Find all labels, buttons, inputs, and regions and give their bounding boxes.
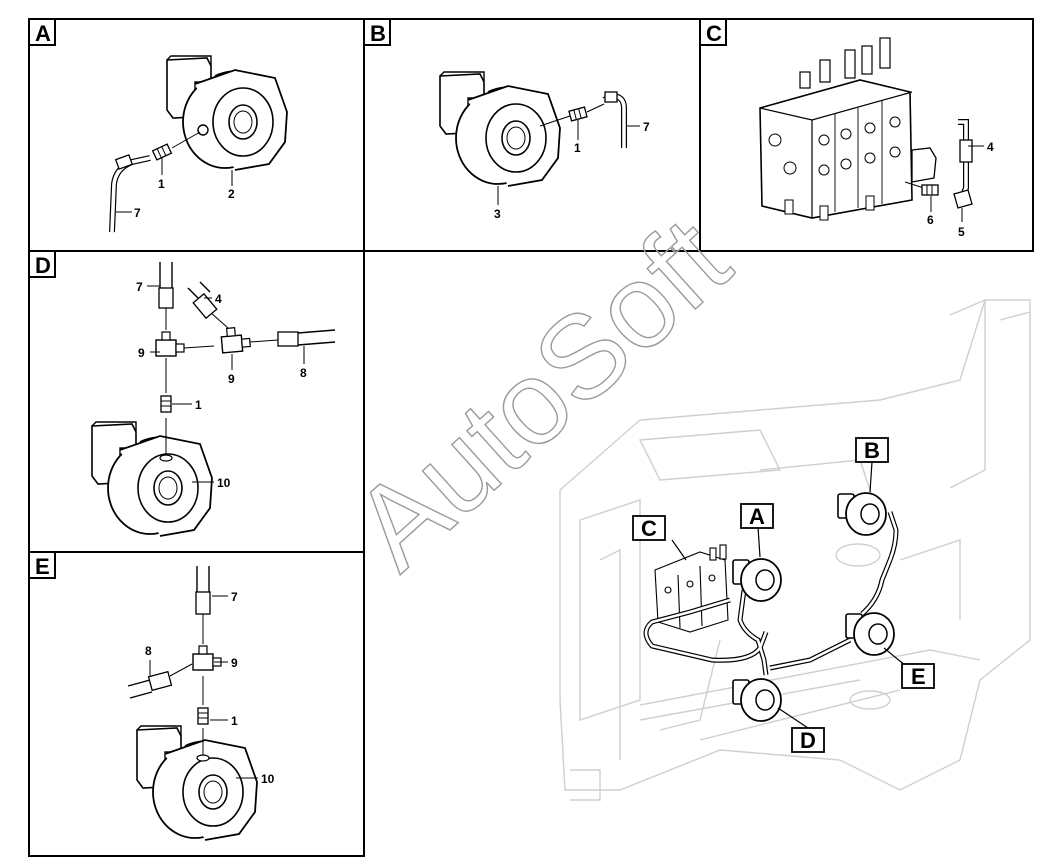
overview-label-b: B: [864, 438, 880, 463]
panel-c: [759, 37, 984, 222]
callout-c-5: 5: [958, 225, 965, 239]
callout-d-1: 1: [195, 398, 202, 412]
panel-label-a: A: [35, 21, 51, 46]
callout-c-6: 6: [927, 213, 934, 227]
overview-label-boxes: [632, 437, 935, 753]
callout-e-10: 10: [261, 772, 275, 786]
panel-b: [439, 71, 640, 205]
overview-ring-e: [845, 612, 895, 656]
panel-d: [91, 262, 336, 537]
overview-label-e: E: [911, 664, 926, 689]
callout-a-2: 2: [228, 187, 235, 201]
overview-label-d: D: [800, 728, 816, 753]
watermark: AutoSoft: [329, 193, 754, 594]
callout-e-7: 7: [231, 590, 238, 604]
callout-a-7: 7: [134, 206, 141, 220]
callout-b-7: 7: [643, 120, 650, 134]
overview-ring-a: [732, 558, 782, 602]
panel-label-c: C: [706, 21, 722, 46]
callout-a-1: 1: [158, 177, 165, 191]
panel-label-e: E: [35, 554, 50, 579]
callout-d-9b: 9: [228, 372, 235, 386]
callout-d-8: 8: [300, 366, 307, 380]
panel-label-boxes: [28, 18, 727, 579]
callout-d-9a: 9: [138, 346, 145, 360]
overview-label-c: C: [641, 516, 657, 541]
overview-label-a: A: [749, 504, 765, 529]
callout-e-9: 9: [231, 656, 238, 670]
panel-frames: [28, 18, 1034, 857]
panel-label-b: B: [370, 21, 386, 46]
callout-d-4: 4: [215, 292, 222, 306]
overview-ring-d: [732, 678, 782, 722]
overview-ring-b: [837, 492, 887, 536]
callout-e-8: 8: [145, 644, 152, 658]
panel-label-d: D: [35, 253, 51, 278]
panel-e: [127, 566, 258, 841]
callout-b-1: 1: [574, 141, 581, 155]
callout-d-10: 10: [217, 476, 231, 490]
overview-hoses: [643, 511, 899, 676]
callout-b-3: 3: [494, 207, 501, 221]
callout-c-4: 4: [987, 140, 994, 154]
panel-a: [109, 55, 288, 233]
callout-d-7: 7: [136, 280, 143, 294]
callout-e-1: 1: [231, 714, 238, 728]
overview-leaders: [671, 461, 907, 729]
